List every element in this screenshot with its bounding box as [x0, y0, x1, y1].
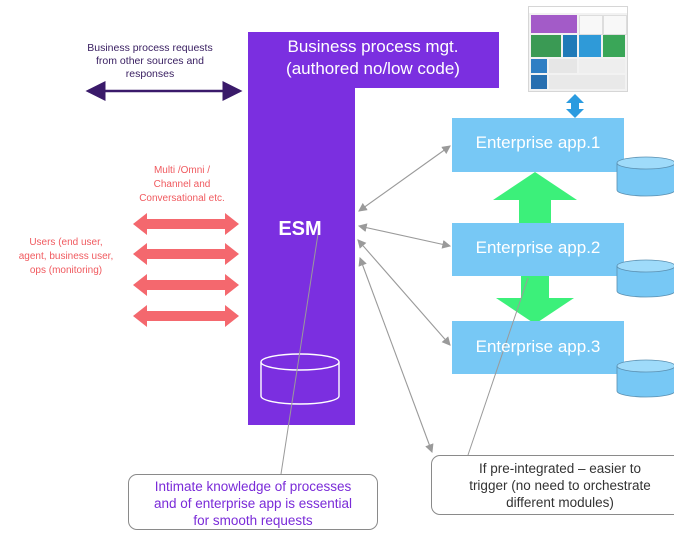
note-line: agent, business user, — [18, 251, 114, 262]
knowledge-callout-pointer — [280, 233, 319, 475]
database-icon — [616, 259, 674, 298]
preintegrated-callout: If pre-integrated – easier to trigger (n… — [431, 455, 674, 515]
note-line: Business process requests — [87, 42, 213, 54]
knowledge-callout: Intimate knowledge of processes and of e… — [128, 474, 378, 530]
business-requests-note: Business process requests from other sou… — [60, 42, 240, 81]
callout-line: Intimate knowledge of processes — [154, 479, 352, 494]
esm-label: ESM — [278, 218, 322, 240]
enterprise-app-3-label: Enterprise app.3 — [475, 337, 601, 356]
callout-line: different modules) — [506, 495, 614, 510]
database-icon — [616, 156, 674, 197]
note-line: Channel and — [153, 179, 211, 190]
green-arrow-upper — [493, 172, 577, 225]
enterprise-app-1-label: Enterprise app.1 — [475, 133, 601, 152]
dashboard-link-arrow — [566, 94, 584, 118]
note-line: Conversational etc. — [139, 193, 225, 204]
note-line: responses — [125, 68, 175, 80]
enterprise-app-1-box — [452, 118, 624, 172]
database-icon — [616, 359, 674, 398]
bpm-title-line1: Business process mgt. — [287, 37, 459, 56]
users-note: Users (end user, agent, business user, o… — [6, 236, 126, 278]
note-line: Multi /Omni / — [153, 165, 211, 176]
callout-line: If pre-integrated – easier to — [478, 461, 642, 476]
esm-database-icon — [260, 353, 340, 405]
enterprise-app-3-box — [452, 321, 624, 374]
green-arrow-lower — [496, 276, 574, 324]
callout-line: for smooth requests — [193, 513, 313, 528]
bpm-title-line2: (authored no/low code) — [286, 59, 460, 78]
preintegrated-callout-pointer — [467, 277, 529, 456]
bpm-esm-block — [248, 32, 499, 425]
channel-arrows — [133, 213, 239, 327]
enterprise-app-2-label: Enterprise app.2 — [475, 238, 601, 257]
callout-line: and of enterprise app is essential — [153, 496, 353, 511]
note-line: Users (end user, — [29, 237, 103, 248]
note-line: from other sources and — [96, 55, 204, 67]
bpm-title: Business process mgt. (authored no/low c… — [248, 36, 498, 80]
dashboard-thumbnail — [528, 6, 628, 92]
esm-app-connectors — [357, 145, 452, 454]
note-line: ops (monitoring) — [29, 265, 103, 276]
enterprise-app-2-box — [452, 223, 624, 276]
callout-line: trigger (no need to orchestrate — [469, 478, 651, 493]
channels-note: Multi /Omni / Channel and Conversational… — [122, 164, 242, 206]
